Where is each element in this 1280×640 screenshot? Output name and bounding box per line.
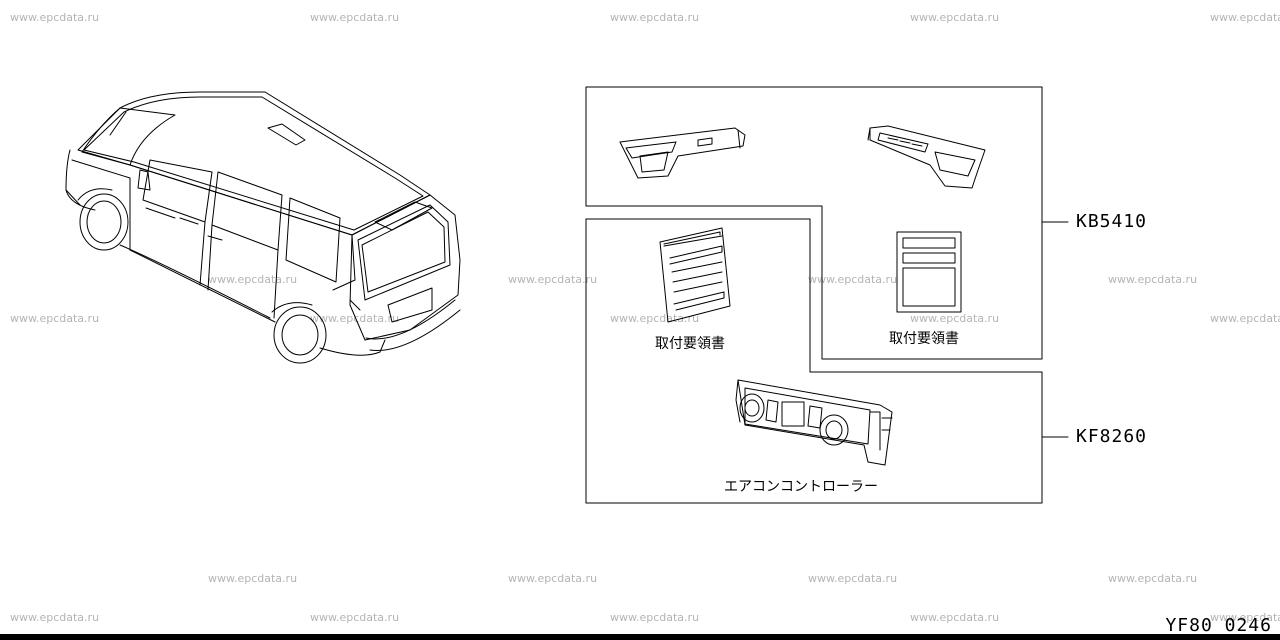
vehicle-illustration	[65, 91, 461, 364]
watermark: www.epcdata.ru	[310, 611, 400, 624]
upper-kit-frame	[585, 86, 1043, 360]
watermark: www.epcdata.ru	[910, 11, 1000, 24]
watermark: www.epcdata.ru	[610, 11, 700, 24]
watermark: www.epcdata.ru	[808, 273, 898, 286]
diagram-reference-code: YF80 0246	[1165, 615, 1272, 636]
watermark: www.epcdata.ru	[1108, 572, 1198, 585]
caption-manual-right: 取付要領書	[889, 331, 959, 347]
watermark: www.epcdata.ru	[808, 572, 898, 585]
watermark: www.epcdata.ru	[508, 572, 598, 585]
power-window-switch-right	[867, 125, 986, 189]
lower-kit-frame	[585, 218, 1043, 504]
watermark: www.epcdata.ru	[610, 312, 700, 325]
watermark: www.epcdata.ru	[310, 11, 400, 24]
watermark: www.epcdata.ru	[610, 611, 700, 624]
caption-manual-left: 取付要領書	[655, 336, 725, 352]
watermark: www.epcdata.ru	[208, 572, 298, 585]
callout-kb5410: KB5410	[1076, 211, 1148, 232]
watermark: www.epcdata.ru	[10, 611, 100, 624]
callout-kf8260: KF8260	[1076, 426, 1148, 447]
power-window-switch-left	[619, 127, 746, 179]
caption-ac-controller: エアコンコントローラー	[724, 479, 878, 495]
watermark: www.epcdata.ru	[910, 312, 1000, 325]
watermark: www.epcdata.ru	[1210, 312, 1280, 325]
watermark: www.epcdata.ru	[1210, 611, 1280, 624]
watermark: www.epcdata.ru	[10, 11, 100, 24]
watermark: www.epcdata.ru	[508, 273, 598, 286]
watermark: www.epcdata.ru	[10, 312, 100, 325]
watermark: www.epcdata.ru	[1210, 11, 1280, 24]
watermark: www.epcdata.ru	[910, 611, 1000, 624]
ac-controller-illustration	[735, 379, 893, 466]
bottom-border	[0, 634, 1280, 640]
instruction-sheet-right	[896, 231, 962, 313]
watermark: www.epcdata.ru	[208, 273, 298, 286]
watermark: www.epcdata.ru	[1108, 273, 1198, 286]
watermark: www.epcdata.ru	[310, 312, 400, 325]
instruction-booklet-left	[659, 227, 731, 323]
